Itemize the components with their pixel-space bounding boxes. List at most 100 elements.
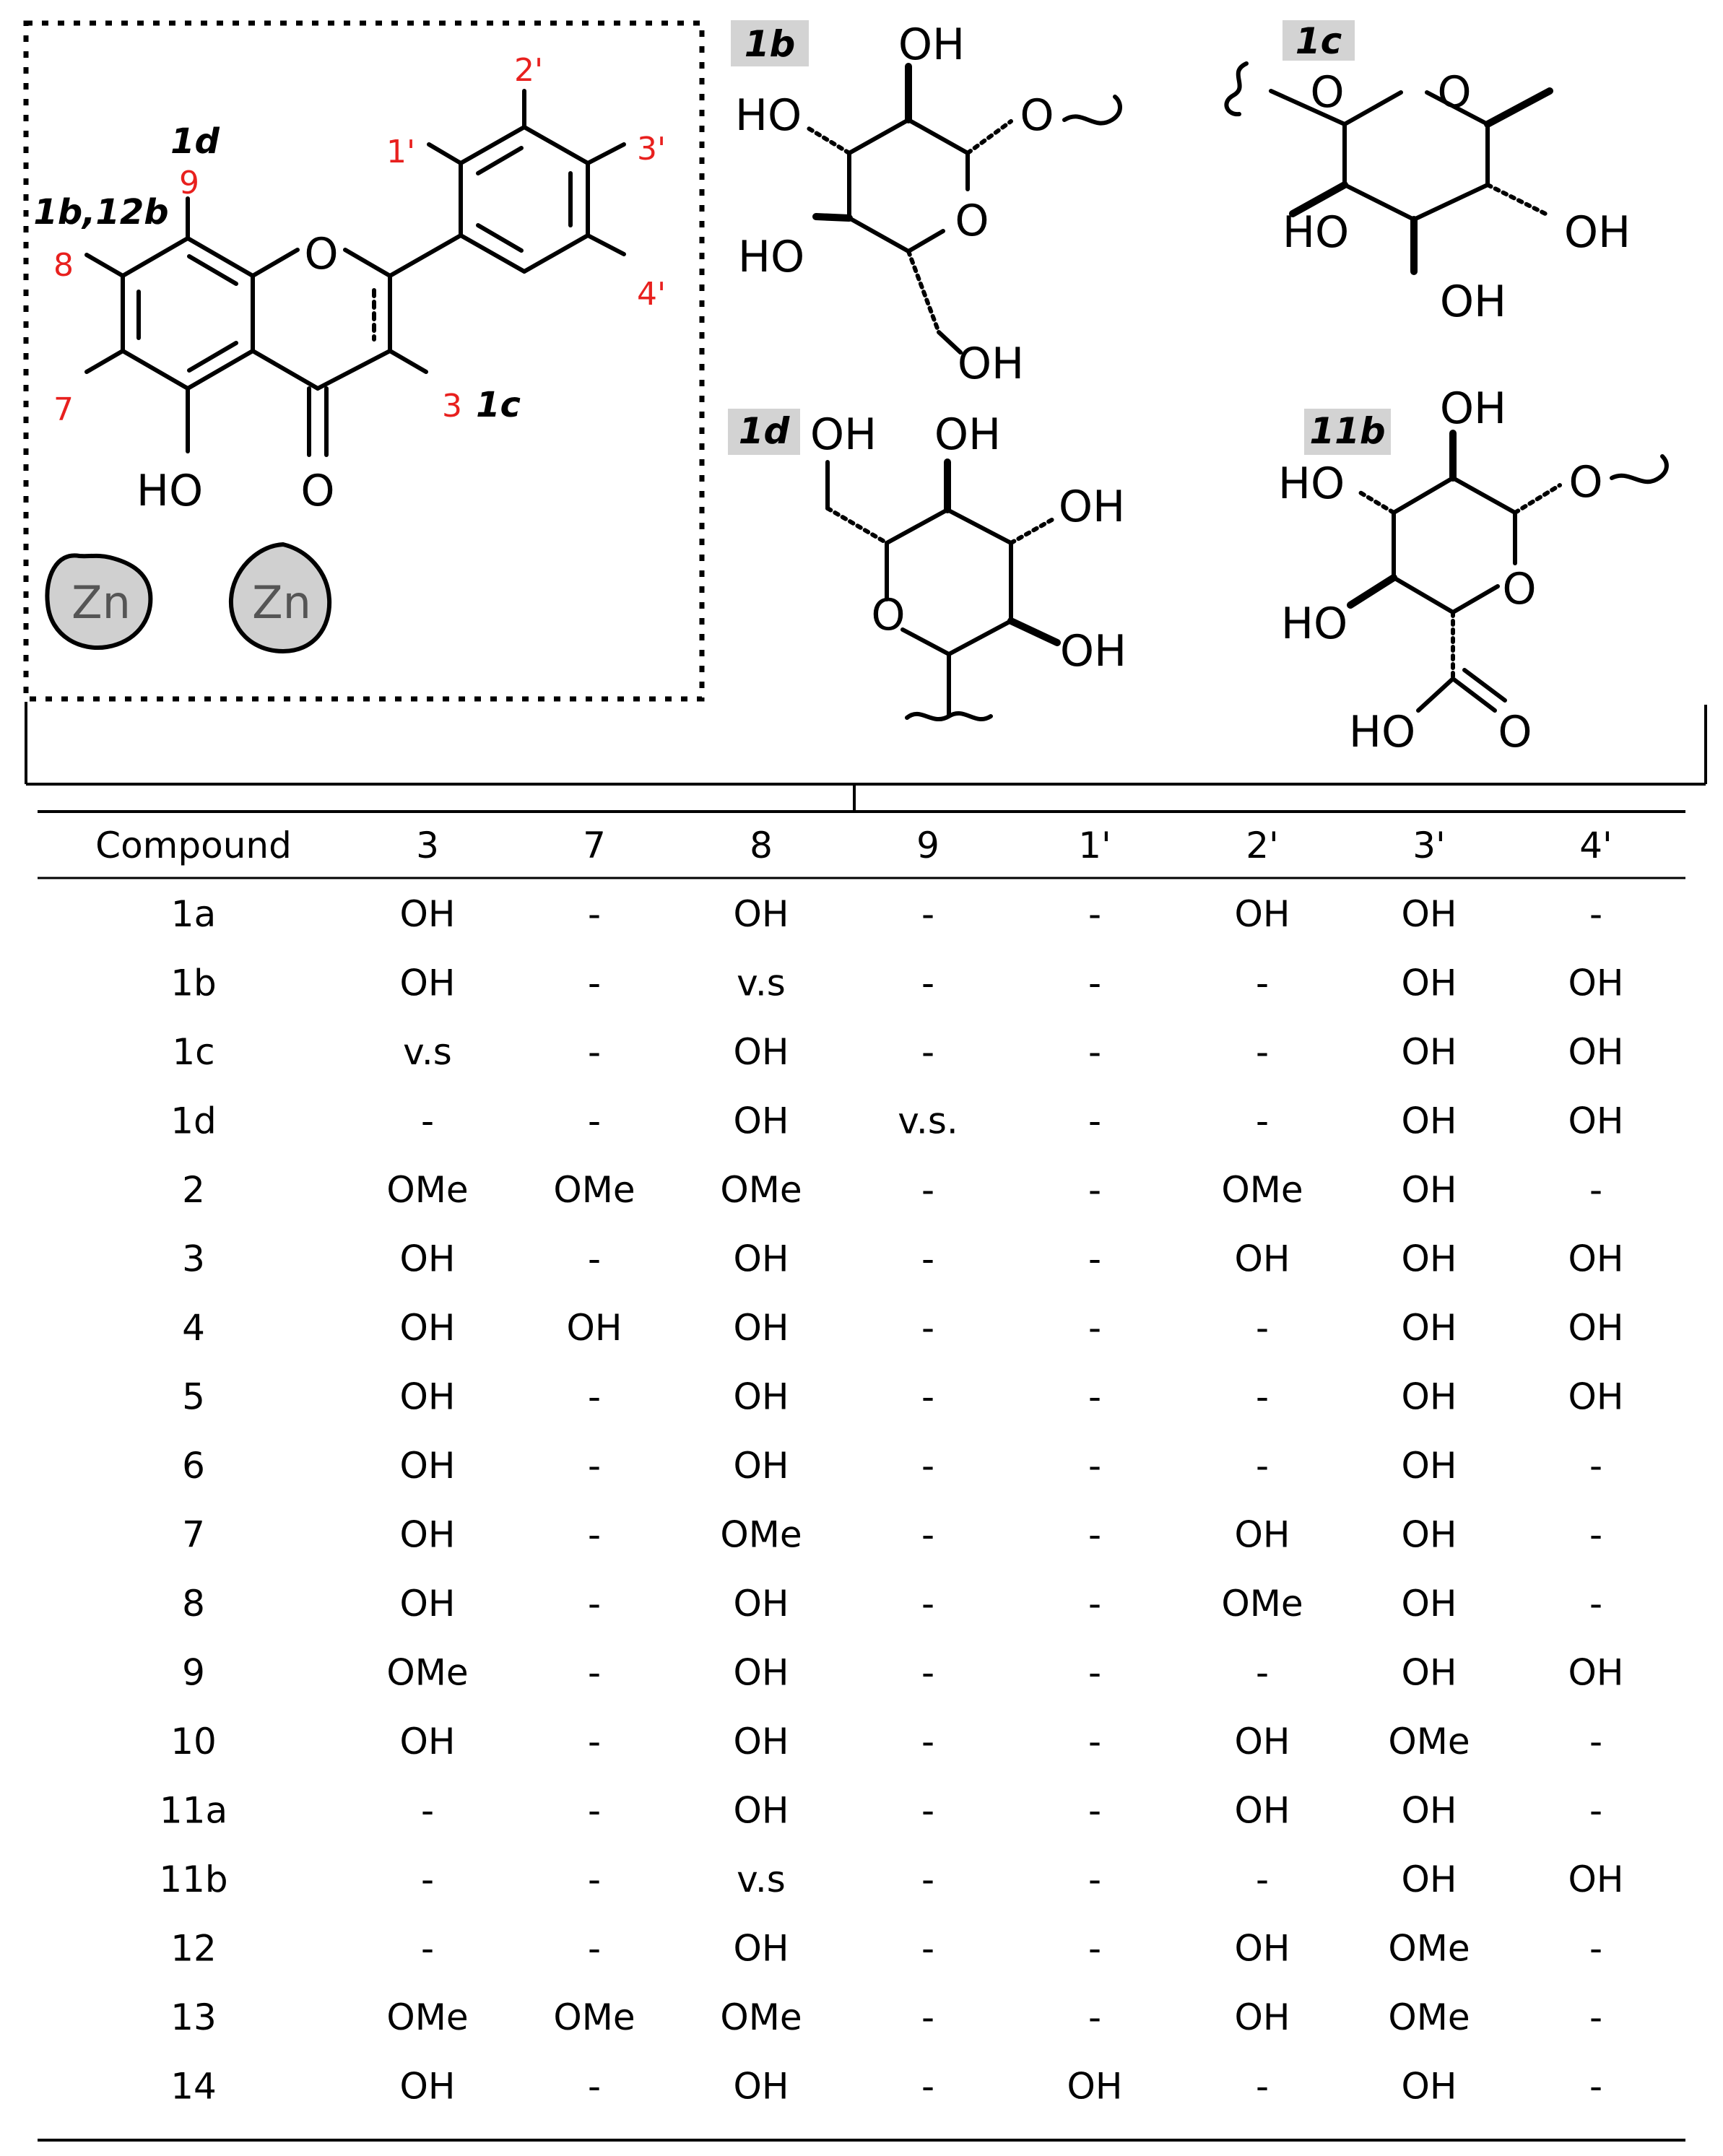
table-cell: OH [1402, 1307, 1457, 1349]
table-cell: 1c [172, 1031, 214, 1073]
table-cell: - [1088, 1721, 1101, 1762]
table-cell: OH [734, 1100, 789, 1142]
table-cell: v.s [403, 1031, 452, 1073]
table-cell: OH [1402, 1859, 1457, 1900]
table-cell: - [921, 1928, 934, 1970]
table-cell: - [588, 1583, 601, 1625]
table-cell: OH [1568, 1238, 1624, 1280]
table-cell: OH [1402, 962, 1457, 1004]
position-3-label: 3 [442, 388, 462, 425]
table-cell: - [1589, 1514, 1602, 1556]
table-cell: - [588, 1445, 601, 1487]
table-header-cell: 1' [1078, 825, 1111, 866]
table-cell: OH [1568, 1859, 1624, 1900]
sugar-1b-o-link: O [1020, 90, 1054, 141]
table-cell: - [1589, 1996, 1602, 2038]
sugar-1b-oh-ch2: OH [958, 339, 1024, 389]
table-cell: v.s [737, 1859, 786, 1900]
table-cell: OH [1402, 2066, 1457, 2108]
table-cell: OMe [1221, 1583, 1303, 1625]
table-cell: OH [1568, 1100, 1624, 1142]
table-cell: OMe [386, 1996, 468, 2038]
table-cell: - [1088, 1031, 1101, 1073]
table-cell: OH [734, 1790, 789, 1832]
table-cell: OH [400, 1376, 456, 1418]
table-cell: OH [734, 1721, 789, 1762]
table-cell: OH [1402, 1652, 1457, 1694]
table-cell: OH [1402, 893, 1457, 935]
table-cell: - [1088, 893, 1101, 935]
sugar-1c-ho-left: HO [1283, 207, 1349, 258]
table-cell: 4 [182, 1307, 205, 1349]
position-9-label: 9 [179, 165, 199, 201]
table-cell: - [921, 1031, 934, 1073]
table-cell: OH [1402, 1790, 1457, 1832]
table-cell: 1b [170, 962, 217, 1004]
compound-label-at-8: 1b,12b [33, 192, 168, 232]
sugar-11b-label: 11b [1309, 410, 1385, 452]
table-cell: OH [400, 1514, 456, 1556]
scaffold-ring-oxygen: O [304, 229, 338, 279]
compound-label-at-9: 1d [170, 121, 220, 162]
table-cell: - [1256, 1307, 1269, 1349]
zinc-ion-2: Zn [228, 542, 332, 654]
table-cell: OH [734, 1652, 789, 1694]
sugar-11b-o-ring: O [1502, 564, 1536, 614]
scaffold-5-hydroxyl: HO [136, 466, 203, 516]
table-header-cell: 7 [583, 825, 606, 866]
table-cell: OMe [1388, 1928, 1470, 1970]
table-cell: - [921, 962, 934, 1004]
table-cell: OMe [553, 1169, 635, 1211]
sugar-1d-oh-ch2: OH [810, 409, 877, 460]
table-cell: OH [400, 1583, 456, 1625]
table-cell: - [921, 2066, 934, 2108]
table-cell: - [1589, 2066, 1602, 2108]
table-cell: - [1256, 962, 1269, 1004]
table-cell: - [421, 1790, 434, 1832]
sugar-11b-o-link: O [1568, 457, 1602, 508]
table-cell: - [1256, 1376, 1269, 1418]
table-header-cell: 2' [1246, 825, 1279, 866]
table-cell: OH [734, 1238, 789, 1280]
table-cell: - [588, 1928, 601, 1970]
sugar-1d-o-ring: O [871, 590, 905, 640]
table-cell: - [1088, 1996, 1101, 2038]
position-7-label: 7 [53, 391, 74, 428]
sugar-11b-ho-left: HO [1278, 458, 1345, 509]
table-cell: - [921, 1376, 934, 1418]
sugar-1c-oh-bottom: OH [1440, 277, 1506, 327]
sugar-11b-label-bg [1304, 409, 1391, 455]
table-cell: - [588, 893, 601, 935]
sugar-11b-oh-top: OH [1440, 383, 1506, 434]
table-cell: - [588, 962, 601, 1004]
table-header-cell: 3 [416, 825, 439, 866]
table-cell: OMe [1388, 1996, 1470, 2038]
table-cell: 3 [182, 1238, 205, 1280]
table-cell: OH [1235, 1721, 1290, 1762]
sugar-1d-oh-top: OH [934, 409, 1001, 460]
table-cell: OH [734, 1583, 789, 1625]
table-cell: - [1589, 893, 1602, 935]
table-cell: OMe [720, 1996, 802, 2038]
table-cell: - [1256, 1859, 1269, 1900]
table-header-cell: Compound [95, 825, 292, 866]
table-cell: OH [1067, 2066, 1123, 2108]
table-cell: OH [400, 2066, 456, 2108]
table-cell: - [588, 1376, 601, 1418]
table-cell: - [588, 1652, 601, 1694]
table-cell: OH [567, 1307, 622, 1349]
table-cell: OH [1568, 1652, 1624, 1694]
table-cell: - [1088, 1376, 1101, 1418]
sugar-11b: 11b OH HO O HO O HO O [1278, 383, 1669, 757]
table-cell: - [1256, 1031, 1269, 1073]
sugar-1d-oh-right2: OH [1060, 626, 1127, 677]
table-cell: 13 [170, 1996, 217, 2038]
sugar-1d: 1d OH OH OH O OH [728, 409, 1127, 722]
table-cell: - [421, 1100, 434, 1142]
